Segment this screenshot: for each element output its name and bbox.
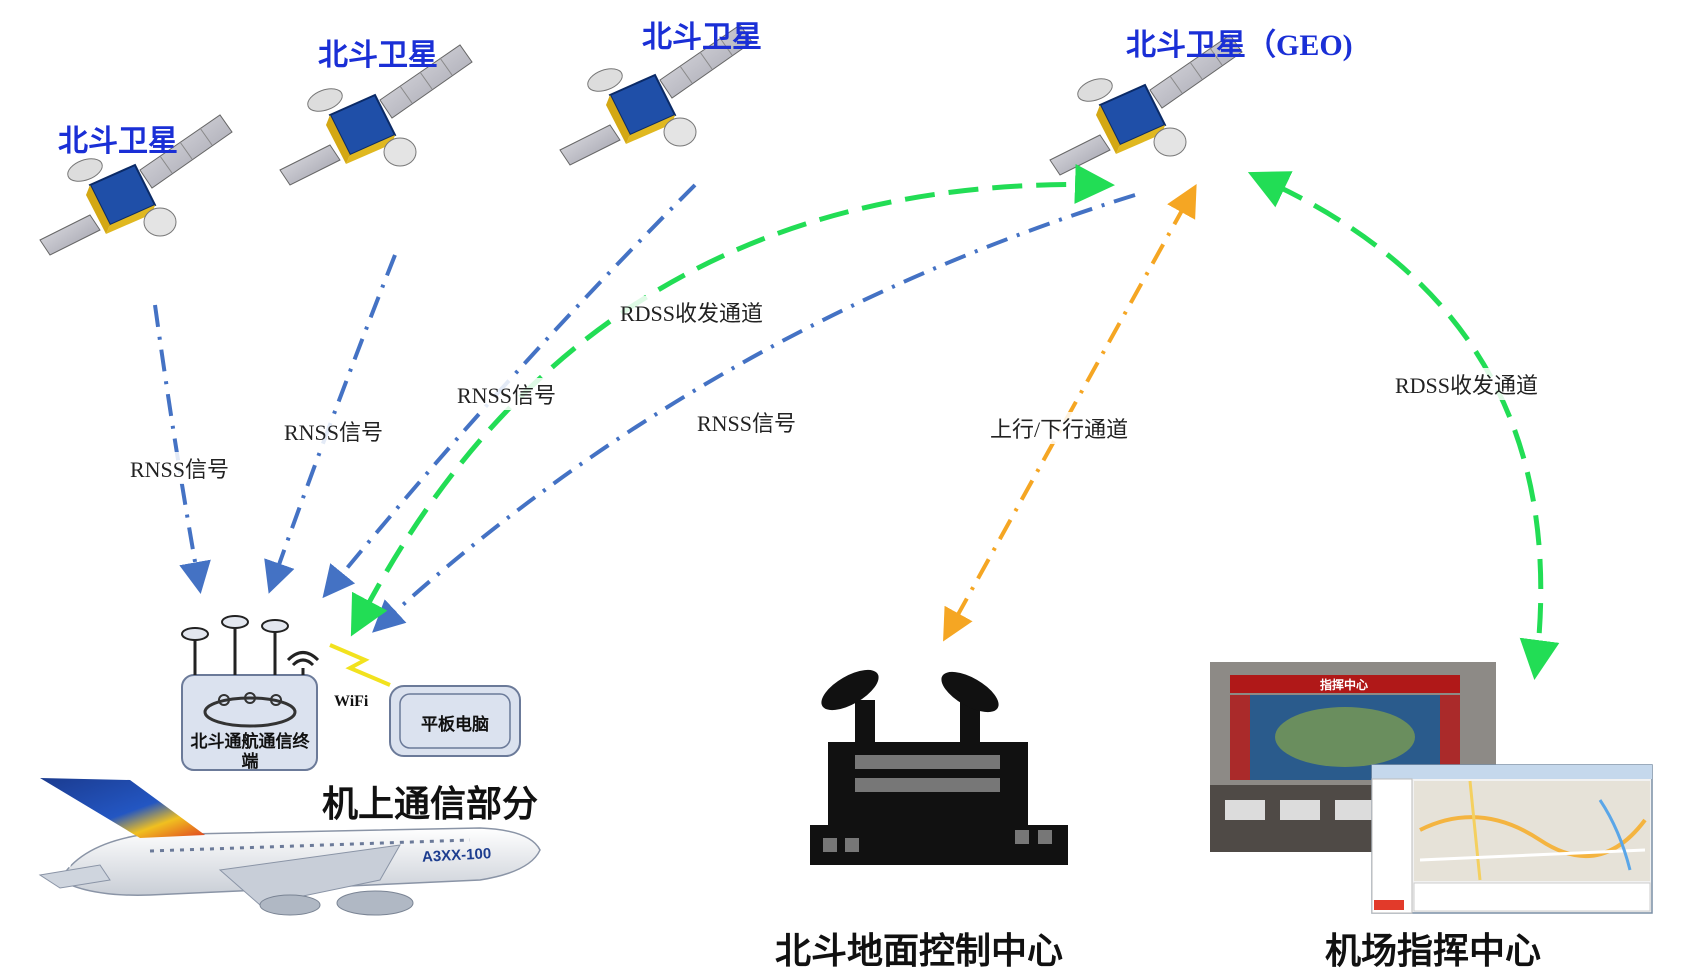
satellite-1-title: 北斗卫星 — [58, 125, 178, 158]
terminal-label: 北斗通航通信终端 — [190, 732, 310, 771]
rnss-label-1: RNSS信号 — [128, 452, 232, 484]
rnss-label-2: RNSS信号 — [282, 415, 386, 447]
tablet-device — [389, 685, 521, 757]
satellite-2-title: 北斗卫星 — [318, 39, 438, 72]
wifi-signal-icon — [329, 643, 391, 687]
rdss-link-airport — [1247, 171, 1560, 680]
rnss-label-4: RNSS信号 — [695, 406, 799, 438]
screen-header-label: 指挥中心 — [1320, 678, 1369, 692]
aircraft-image — [38, 778, 541, 916]
map-software-screenshot — [1371, 764, 1653, 914]
rnss-link-1 — [153, 304, 211, 594]
uplink-downlink — [943, 184, 1197, 642]
airborne-section-title: 机上通信部分 — [322, 784, 539, 824]
satellite-geo-title: 北斗卫星（GEO) — [1126, 29, 1353, 62]
ground-control-title: 北斗地面控制中心 — [775, 931, 1064, 971]
airport-center-title: 机场指挥中心 — [1325, 931, 1542, 971]
rnss-label-3: RNSS信号 — [455, 378, 559, 410]
wifi-label: WiFi — [334, 693, 369, 710]
uplink-label: 上行/下行通道 — [988, 412, 1131, 444]
ground-control-icon — [810, 669, 1068, 865]
rdss-label-airport: RDSS收发通道 — [1393, 368, 1541, 400]
rdss-label-airborne: RDSS收发通道 — [618, 296, 766, 328]
terminal-device — [181, 615, 320, 771]
satellite-3-title: 北斗卫星 — [642, 21, 762, 54]
aircraft-model-label: A3XX-100 — [421, 845, 492, 866]
tablet-label: 平板电脑 — [421, 715, 489, 734]
